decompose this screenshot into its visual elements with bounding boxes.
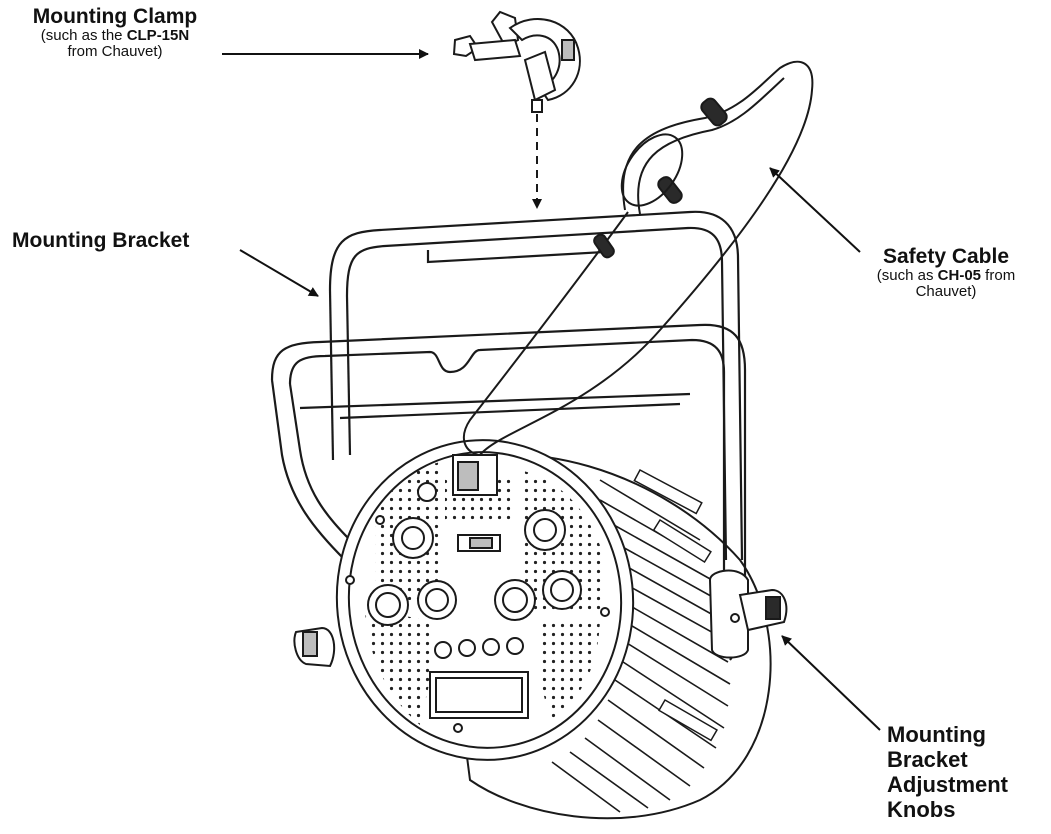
knobs-line-4: Knobs <box>887 797 956 822</box>
knob-icon <box>293 569 788 668</box>
cable-sub-mid: from <box>981 267 1016 284</box>
clamp-sub-suffix: from Chauvet) <box>67 43 163 60</box>
cable-subtitle: (such as CH-05 from <box>848 268 1044 284</box>
safety-cable-label: Safety Cable (such as CH-05 from Chauvet… <box>848 246 1044 300</box>
adjustment-knobs-label: Mounting Bracket Adjustment Knobs <box>887 722 1008 822</box>
arrow-icon <box>222 49 881 731</box>
cable-callout-arrow <box>769 167 861 253</box>
cable-model: CH-05 <box>937 267 982 284</box>
clamp-sub-prefix: (such as the <box>40 27 127 44</box>
cable-sub-prefix: (such as <box>876 267 938 284</box>
bracket-callout-arrow <box>239 249 319 297</box>
knobs-line-1: Mounting <box>887 722 986 747</box>
safety-cable-icon <box>462 60 814 456</box>
cable-sub-suffix: Chauvet) <box>915 283 977 300</box>
bracket-title: Mounting Bracket <box>12 229 190 252</box>
knobs-line-3: Adjustment <box>887 772 1008 797</box>
clamp-subtitle: (such as the CLP-15N <box>12 28 218 44</box>
clamp-title: Mounting Clamp <box>32 5 198 28</box>
cable-title: Safety Cable <box>882 245 1010 268</box>
fixture-front-panel <box>335 439 635 761</box>
knobs-line-2: Bracket <box>887 747 968 772</box>
mounting-bracket-label: Mounting Bracket <box>12 230 189 252</box>
clamp-model: CLP-15N <box>126 27 190 44</box>
mounting-clamp-label: Mounting Clamp (such as the CLP-15N from… <box>12 6 218 60</box>
knobs-callout-arrow <box>781 635 881 731</box>
clamp-icon <box>452 10 581 113</box>
